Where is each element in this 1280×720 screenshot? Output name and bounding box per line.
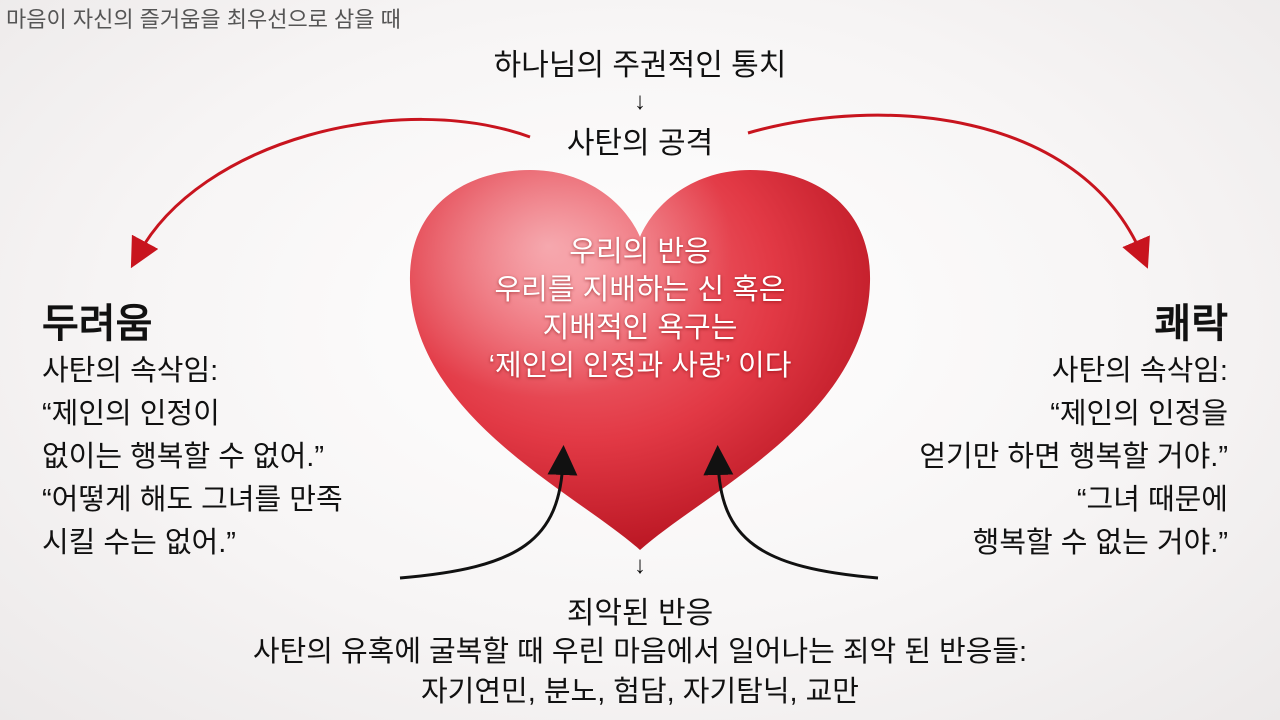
left-red-arrow xyxy=(130,118,531,269)
pleasure-line: 얻기만 하면 행복할 거야.” xyxy=(919,441,1228,473)
pleasure-line: “그녀 때문에 xyxy=(1076,484,1228,516)
pleasure-line: 사탄의 속삭임: xyxy=(1051,355,1228,387)
right-red-arrow xyxy=(747,113,1150,269)
right-black-arrow xyxy=(703,445,879,580)
pleasure-block: 쾌락 사탄의 속삭임: “제인의 인정을 얻기만 하면 행복할 거야.” “그녀… xyxy=(919,298,1228,565)
pleasure-line: “제인의 인정을 xyxy=(1050,398,1228,430)
fear-line: 없이는 행복할 수 없어.” xyxy=(42,441,325,473)
down-arrow-icon: ↓ xyxy=(634,552,646,579)
fear-line: “제인의 인정이 xyxy=(42,398,220,430)
fear-block: 두려움 사탄의 속삭임: “제인의 인정이 없이는 행복할 수 없어.” “어떻… xyxy=(42,298,343,565)
slide-title: 마음이 자신의 즐거움을 최우선으로 삼을 때 xyxy=(6,7,401,32)
sinful-response-list: 자기연민, 분노, 험담, 자기탐닉, 교만 xyxy=(421,676,859,708)
pleasure-heading: 쾌락 xyxy=(1154,302,1228,346)
sovereignty-title: 하나님의 주권적인 통치 xyxy=(493,49,787,82)
pleasure-line: 행복할 수 없는 거야.” xyxy=(972,527,1228,559)
heart-line: ‘제인의 인정과 사랑’ 이다 xyxy=(488,350,792,382)
fear-line: “어떻게 해도 그녀를 만족 xyxy=(42,484,343,516)
down-arrow-icon: ↓ xyxy=(634,88,646,115)
sinful-response-description: 사탄의 유혹에 굴복할 때 우린 마음에서 일어나는 죄악 된 반응들: xyxy=(252,636,1028,668)
heart-line: 우리의 반응 xyxy=(569,236,711,268)
satan-attack-label: 사탄의 공격 xyxy=(566,127,714,160)
fear-line: 사탄의 속삭임: xyxy=(42,355,219,387)
sinful-response-title: 죄악된 반응 xyxy=(566,597,714,630)
left-black-arrow xyxy=(399,445,578,580)
heart-text: 우리의 반응 우리를 지배하는 신 혹은 지배적인 욕구는 ‘제인의 인정과 사… xyxy=(430,233,850,385)
heart-line: 우리를 지배하는 신 혹은 xyxy=(494,274,786,306)
fear-heading: 두려움 xyxy=(42,302,153,346)
fear-line: 시킬 수는 없어.” xyxy=(42,527,236,559)
heart-line: 지배적인 욕구는 xyxy=(542,312,738,344)
heart-icon xyxy=(409,170,871,550)
